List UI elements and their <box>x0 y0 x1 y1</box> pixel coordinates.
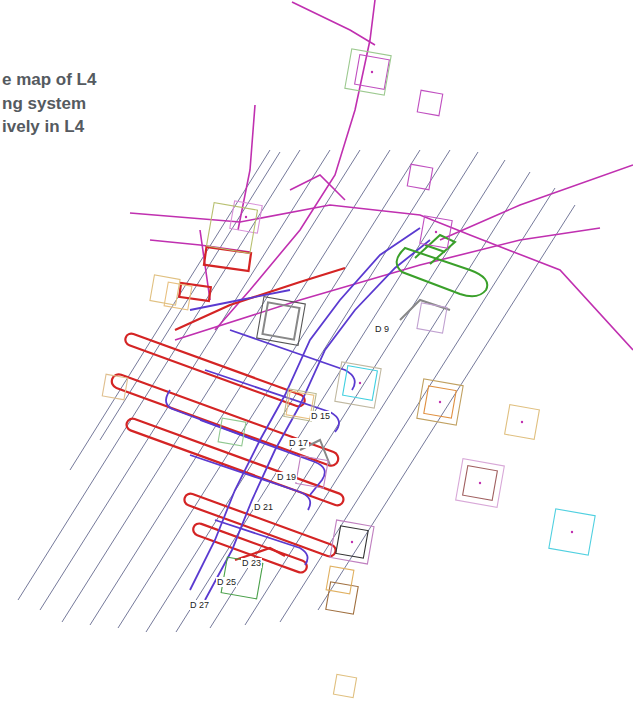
survey-grid <box>18 150 575 632</box>
access-lines <box>130 0 633 350</box>
level-label: D 21 <box>253 502 274 512</box>
level-label: D 9 <box>374 324 390 334</box>
station-dots <box>245 71 573 543</box>
drift-loops <box>110 247 345 574</box>
level-label: D 15 <box>310 411 331 421</box>
level-label: D 17 <box>288 438 309 448</box>
map-title: e map of L4 ng system ively in L4 <box>2 68 120 139</box>
block-squares <box>102 49 595 698</box>
level-label: D 19 <box>276 472 297 482</box>
level-label: D 23 <box>241 558 262 568</box>
grey-works <box>262 300 450 465</box>
level-label: D 25 <box>216 577 237 587</box>
level-label: D 27 <box>189 600 210 610</box>
green-loop <box>397 235 488 296</box>
ramp-lines <box>166 228 430 600</box>
